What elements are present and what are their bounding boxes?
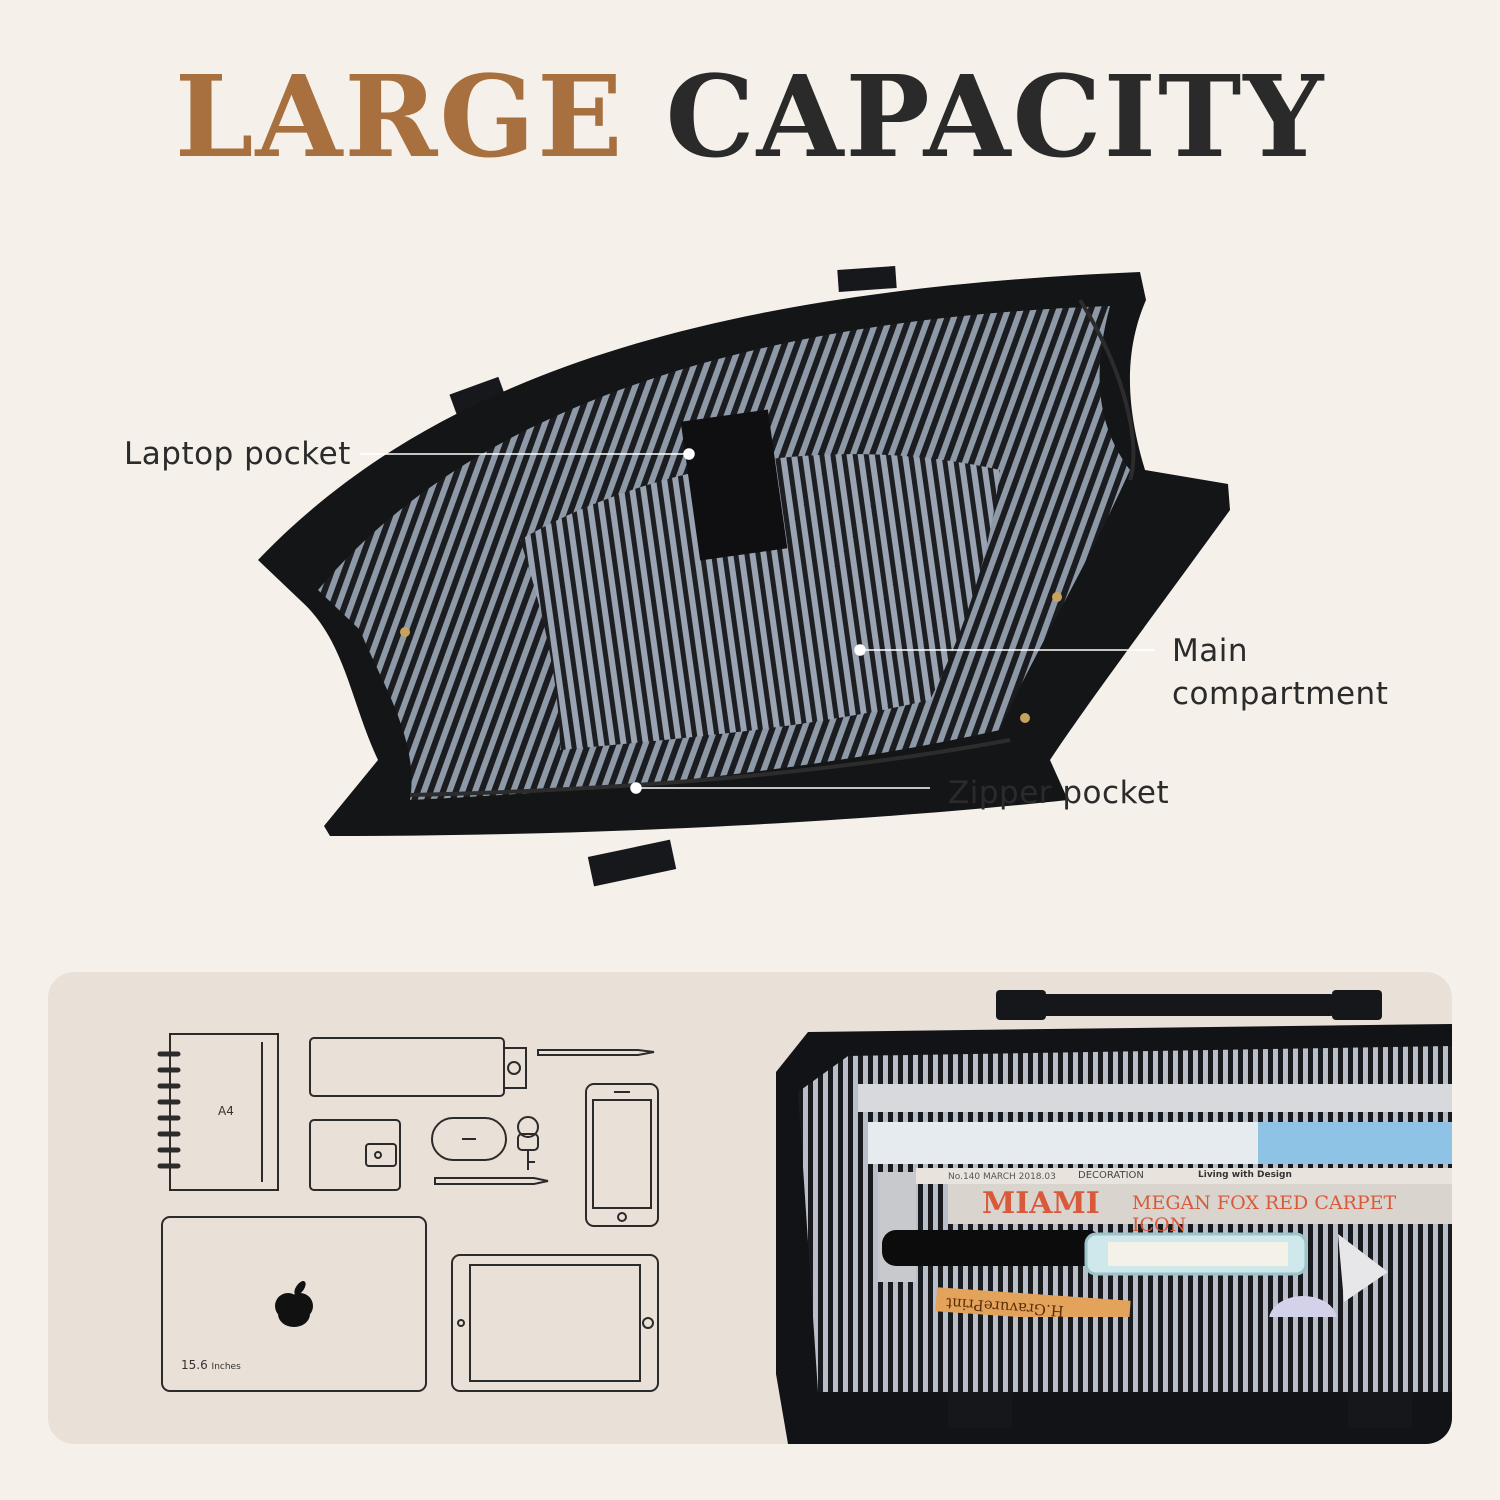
page-title: LARGE CAPACITY — [0, 48, 1500, 188]
bag-top-view-image — [258, 266, 1230, 887]
callout-zipper-pocket: Zipper pocket — [948, 775, 1170, 811]
notebook-label: A4 — [218, 1104, 234, 1118]
items-illustration — [157, 990, 1452, 1444]
keys-icon — [517, 1116, 539, 1170]
title-word-capacity: CAPACITY — [665, 52, 1326, 183]
tablet-icon — [451, 1254, 659, 1392]
notebook-icon — [157, 1033, 279, 1191]
callout-laptop-pocket: Laptop pocket — [124, 436, 351, 472]
apple-logo-icon — [275, 1281, 313, 1327]
laptop-size-value: 15.6 — [181, 1358, 208, 1372]
callout-lines — [360, 448, 1155, 794]
pen-icon — [537, 1049, 655, 1056]
main-compartment — [520, 454, 1000, 750]
pen-icon-2 — [434, 1177, 549, 1185]
magazine-brand: DECORATION — [1078, 1170, 1144, 1181]
laptop-size-unit: Inches — [211, 1362, 241, 1372]
pencil-case-icon — [309, 1037, 527, 1097]
items-panel: A4 15.6 Inches No.140 MARCH 2018.03 DECO… — [48, 972, 1452, 1444]
phone-icon — [585, 1083, 659, 1227]
magazine-number: No.140 MARCH 2018.03 — [948, 1172, 1056, 1182]
magazine-headline: MEGAN FOX RED CARPET ICON — [1132, 1192, 1397, 1236]
mouse-icon — [431, 1117, 507, 1161]
wallet-icon — [309, 1119, 401, 1191]
laptop-pocket-strap — [680, 409, 788, 561]
magazine-tag: Living with Design — [1198, 1170, 1292, 1180]
callout-main-compartment-line1: Main — [1172, 633, 1249, 669]
magazine-title: MIAMI — [982, 1186, 1100, 1221]
laptop-size-label: 15.6 Inches — [181, 1358, 241, 1372]
callout-main-compartment-line2: compartment — [1172, 676, 1389, 712]
laptop-icon — [161, 1216, 427, 1392]
packed-bag-photo — [776, 990, 1452, 1444]
title-word-large: LARGE — [174, 52, 625, 183]
zipper-line — [409, 738, 1011, 797]
